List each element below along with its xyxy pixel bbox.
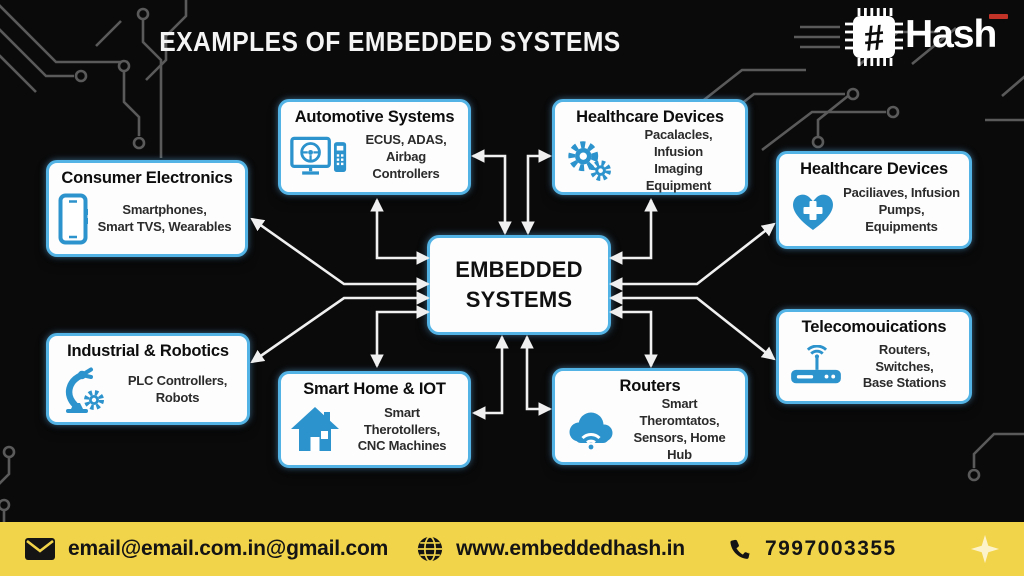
smart-home-icon (290, 405, 340, 455)
footer-phone: 7997003355 (727, 536, 897, 562)
sparkle-icon (970, 534, 1000, 564)
globe-icon (418, 536, 443, 562)
car-dashboard-icon (290, 134, 348, 182)
hash-chip-logo-icon: # (845, 8, 903, 66)
node-desc: Pacalacles, Infusion Imaging Equipment (644, 127, 713, 193)
envelope-icon (25, 538, 55, 560)
contact-footer: email@email.com.in@gmail.com www.embedde… (0, 522, 1024, 576)
node-telecommunications: Telecomouications Routers, Switches, Bas… (776, 309, 972, 404)
brand-wordmark: Hash (905, 13, 997, 56)
footer-email-text: email@email.com.in@gmail.com (68, 537, 389, 560)
node-desc: Smartphones, Smart TVS, Wearables (97, 202, 232, 234)
node-smart-home-iot: Smart Home & IOT Smart Therotollers, CNC… (278, 371, 471, 468)
node-title: Industrial & Robotics (67, 342, 229, 360)
phone-icon (730, 539, 751, 559)
node-industrial-robotics: Industrial & Robotics PLC Controllers, R… (46, 333, 250, 425)
node-healthcare-devices-top: Healthcare Devices Pacalacles, Infusion … (552, 99, 748, 195)
node-desc: Routers, Switches, Base Stations (862, 341, 947, 391)
node-title: Routers (619, 377, 681, 395)
footer-website: www.embeddedhash.in (416, 535, 685, 563)
node-desc: ECUS, ADAS, Airbag Controllers (365, 132, 447, 181)
logo-red-mark (989, 14, 1008, 19)
cloud-wifi-icon (564, 407, 618, 453)
node-desc: Paciliaves, Infusion Pumps, Equipments (843, 185, 960, 234)
svg-text:#: # (862, 16, 886, 59)
page-title: EXAMPLES OF EMBEDDED SYSTEMS (159, 26, 621, 57)
node-consumer-electronics: Consumer Electronics Smartphones, Smart … (46, 160, 248, 257)
node-title: Automotive Systems (294, 108, 455, 126)
node-title: Consumer Electronics (61, 169, 233, 187)
node-desc: Smart Theromtatos, Sensors, Home Hub (633, 396, 726, 462)
footer-phone-text: 7997003355 (764, 537, 897, 560)
gears-icon (564, 137, 616, 185)
node-title: Healthcare Devices (576, 108, 724, 126)
node-automotive-systems: Automotive Systems (278, 99, 471, 195)
robot-arm-icon (58, 365, 112, 415)
node-title: Healthcare Devices (800, 160, 948, 178)
node-title: Telecomouications (801, 318, 947, 336)
node-routers: Routers Smart Theromtatos, Sensors, Home… (552, 368, 748, 465)
footer-email: email@email.com.in@gmail.com (24, 537, 388, 561)
router-icon (788, 345, 844, 389)
node-title: Smart Home & IOT (303, 380, 446, 398)
node-healthcare-devices-right: Healthcare Devices Paciliaves, Infusion … (776, 151, 972, 249)
smartphone-icon (58, 193, 88, 245)
node-desc: Smart Therotollers, CNC Machines (357, 404, 447, 454)
center-node-embedded-systems: EMBEDDED SYSTEMS (427, 235, 611, 335)
footer-website-text: www.embeddedhash.in (456, 537, 685, 560)
node-desc: PLC Controllers, Robots (127, 372, 228, 405)
heart-cross-icon (788, 188, 838, 234)
